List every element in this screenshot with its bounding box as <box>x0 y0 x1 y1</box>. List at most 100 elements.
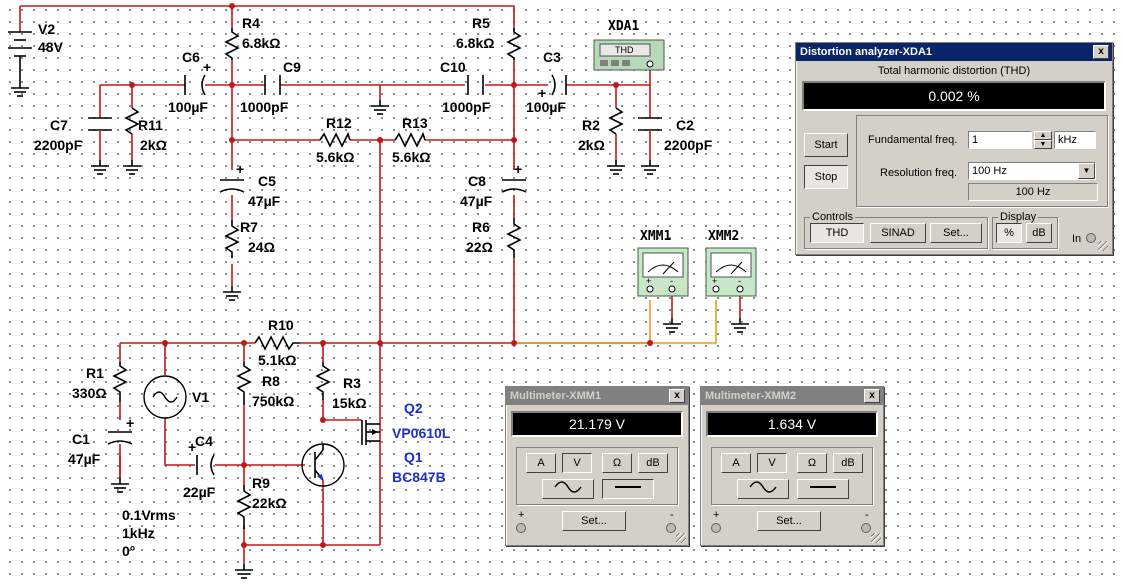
svg-text:+: + <box>514 161 522 177</box>
resistor-r7[interactable] <box>222 220 242 301</box>
fundamental-unit: kHz <box>1054 131 1096 149</box>
dc-mode-button[interactable] <box>602 479 654 499</box>
resistor-r10[interactable] <box>254 335 300 351</box>
plus-terminal-icon[interactable] <box>711 523 721 533</box>
junction-dots <box>129 3 653 548</box>
resistor-r12[interactable] <box>319 131 351 148</box>
capacitor-c9[interactable] <box>264 75 281 95</box>
dc-mode-button[interactable] <box>797 479 849 499</box>
multimeter-xmm2-icon[interactable]: + - <box>705 247 757 297</box>
resistor-r13[interactable] <box>394 131 426 148</box>
decibel-button[interactable]: dB <box>833 453 863 473</box>
resistor-r3[interactable] <box>315 362 331 400</box>
minus-terminal-icon[interactable] <box>861 523 871 533</box>
capacitor-c2[interactable] <box>638 117 662 175</box>
voltmeter-button[interactable]: V <box>562 453 592 473</box>
set-button[interactable]: Set... <box>930 223 982 243</box>
close-icon[interactable]: x <box>669 389 685 403</box>
multimeter-xmm1-titlebar[interactable]: Multimeter-XMM1 x <box>506 387 688 405</box>
label-c6: C6 <box>182 49 200 65</box>
label-v1-phase: 0° <box>122 543 135 559</box>
svg-text:+: + <box>712 276 717 286</box>
ammeter-button[interactable]: A <box>526 453 556 473</box>
label-v1-amplitude: 0.1Vrms <box>122 507 176 523</box>
sinad-button[interactable]: SINAD <box>870 223 926 243</box>
ohmmeter-button[interactable]: Ω <box>797 453 827 473</box>
mode-buttons-group <box>516 447 678 505</box>
ohmmeter-button[interactable]: Ω <box>602 453 632 473</box>
db-button[interactable]: dB <box>1026 223 1052 243</box>
sine-wave-icon <box>554 481 582 493</box>
chevron-down-icon[interactable]: ▼ <box>1078 163 1095 179</box>
capacitor-c8[interactable]: + <box>501 161 527 193</box>
label-r9-value: 22kΩ <box>252 495 287 511</box>
label-xda1: XDA1 <box>608 19 639 34</box>
input-terminal-icon[interactable] <box>1086 233 1096 243</box>
ac-mode-button[interactable] <box>737 479 789 499</box>
thd-button[interactable]: THD <box>810 223 864 243</box>
capacitor-c6[interactable]: + <box>184 59 211 96</box>
resistor-r11[interactable] <box>122 107 142 175</box>
capacitor-c7[interactable] <box>88 117 112 175</box>
plus-terminal-icon[interactable] <box>516 523 526 533</box>
resize-grip-icon[interactable] <box>676 533 686 543</box>
percent-button[interactable]: % <box>996 223 1022 243</box>
fundamental-freq-label: Fundamental freq. <box>868 134 958 146</box>
label-c2-value: 2200pF <box>664 137 713 153</box>
ammeter-button[interactable]: A <box>721 453 751 473</box>
stop-button[interactable]: Stop <box>804 165 848 189</box>
capacitor-c4[interactable]: + <box>188 439 215 476</box>
resize-grip-icon[interactable] <box>1098 241 1108 251</box>
label-r4: R4 <box>242 15 260 31</box>
capacitor-c3[interactable]: + <box>538 74 567 101</box>
label-v1: V1 <box>192 389 209 405</box>
label-r5-value: 6.8kΩ <box>456 35 494 51</box>
voltmeter-button[interactable]: V <box>757 453 787 473</box>
svg-text:THD: THD <box>615 45 634 55</box>
decibel-button[interactable]: dB <box>638 453 668 473</box>
freq-spinner-down[interactable]: ▼ <box>1034 140 1052 149</box>
capacitor-c10[interactable] <box>467 75 484 95</box>
label-c1-value: 47µF <box>68 451 101 467</box>
resistor-r8[interactable] <box>236 362 252 405</box>
set-button[interactable]: Set... <box>757 511 821 531</box>
resistor-r2[interactable] <box>606 107 626 175</box>
input-label: In <box>1072 233 1082 245</box>
label-r2: R2 <box>582 117 600 133</box>
resolution-freq-select[interactable]: 100 Hz <box>968 162 1096 180</box>
label-c5-value: 47µF <box>248 193 281 209</box>
label-r3: R3 <box>343 375 361 391</box>
resistor-r1[interactable] <box>112 362 128 402</box>
ac-source-v1[interactable] <box>143 375 187 419</box>
settings-panel <box>856 115 1108 207</box>
capacitor-c5[interactable]: + <box>219 161 245 193</box>
mosfet-q2[interactable] <box>361 420 380 445</box>
fundamental-freq-input[interactable]: 1 <box>968 131 1032 149</box>
start-button[interactable]: Start <box>804 133 848 157</box>
close-icon[interactable]: x <box>1093 45 1109 59</box>
distortion-analyzer-titlebar[interactable]: Distortion analyzer-XDA1 x <box>796 43 1112 61</box>
freq-spinner-up[interactable]: ▲ <box>1034 131 1052 140</box>
resize-grip-icon[interactable] <box>871 533 881 543</box>
resistor-r4[interactable] <box>224 28 240 60</box>
thd-heading: Total harmonic distortion (THD) <box>877 65 1031 77</box>
bjt-q1[interactable] <box>301 443 345 487</box>
label-c9: C9 <box>283 59 301 75</box>
label-q1: Q1 <box>404 449 423 465</box>
label-r12-value: 5.6kΩ <box>316 149 354 165</box>
resistor-r5[interactable] <box>506 28 522 60</box>
close-icon[interactable]: x <box>864 389 880 403</box>
resistor-r9[interactable] <box>234 485 254 579</box>
battery-v2[interactable] <box>8 31 32 97</box>
window-title: Multimeter-XMM2 <box>705 390 797 402</box>
multimeter-xmm1-icon[interactable]: + - <box>637 247 689 297</box>
ac-mode-button[interactable] <box>542 479 594 499</box>
resistor-r6[interactable] <box>506 218 522 258</box>
multimeter-xmm2-titlebar[interactable]: Multimeter-XMM2 x <box>701 387 883 405</box>
distortion-analyzer-icon[interactable]: THD <box>593 39 665 71</box>
set-button[interactable]: Set... <box>562 511 626 531</box>
label-c9-value: 1000pF <box>240 99 289 115</box>
capacitor-c1[interactable]: + <box>107 415 134 493</box>
minus-terminal-icon[interactable] <box>666 523 676 533</box>
